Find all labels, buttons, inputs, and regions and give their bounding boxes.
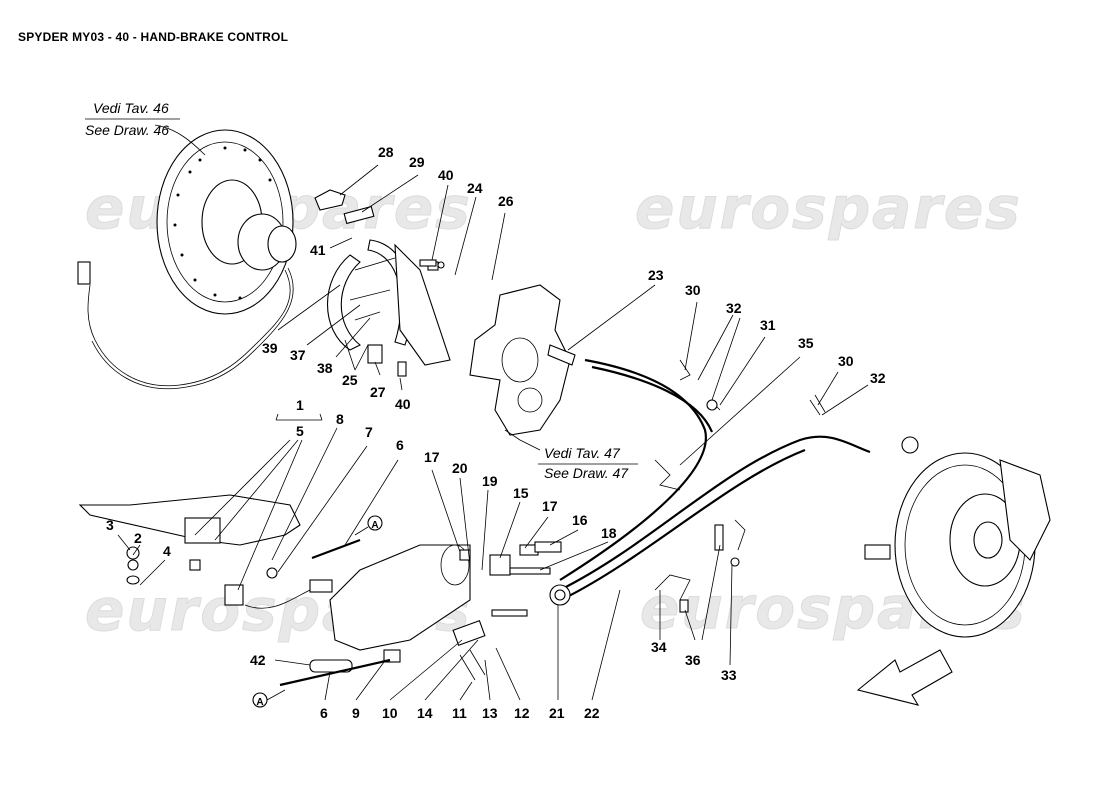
callout-label: 23 bbox=[648, 267, 664, 283]
callout-label: 12 bbox=[514, 705, 530, 721]
reference-note-46: Vedi Tav. 46 See Draw. 46 bbox=[85, 100, 180, 138]
callout-label: 21 bbox=[549, 705, 565, 721]
callout-label: 7 bbox=[365, 424, 373, 440]
callout-label: 15 bbox=[513, 485, 529, 501]
callout-label: 33 bbox=[721, 667, 737, 683]
reference-line: See Draw. 46 bbox=[85, 122, 169, 138]
connector-marker: A bbox=[256, 697, 263, 708]
callout-label: 5 bbox=[296, 423, 304, 439]
hand-brake-lever bbox=[78, 494, 301, 606]
callout-label: 17 bbox=[424, 449, 440, 465]
callout-label: 42 bbox=[250, 652, 266, 668]
callout-label: 17 bbox=[542, 498, 558, 514]
hub-carrier bbox=[469, 284, 571, 436]
callout-label: 11 bbox=[452, 705, 467, 721]
callout-label: 10 bbox=[382, 705, 398, 721]
callout-label: 14 bbox=[417, 705, 433, 721]
callout-label: 3 bbox=[106, 517, 114, 533]
callout-label: 27 bbox=[370, 384, 386, 400]
brake-disc-rear-right bbox=[864, 436, 1051, 638]
callout-label: 9 bbox=[352, 705, 360, 721]
callout-label: 16 bbox=[572, 512, 588, 528]
callout-leader-lines bbox=[117, 124, 869, 701]
reference-note-47: Vedi Tav. 47 See Draw. 47 bbox=[538, 445, 638, 481]
callout-label: 39 bbox=[262, 340, 278, 356]
cable-housing bbox=[309, 544, 486, 681]
callout-label: 24 bbox=[467, 180, 483, 196]
brake-disc-rear-left bbox=[156, 129, 297, 315]
brake-shoe-assembly bbox=[314, 189, 451, 377]
callout-label: 25 bbox=[342, 372, 358, 388]
callout-label: 31 bbox=[760, 317, 776, 333]
callout-label: 32 bbox=[726, 300, 742, 316]
reference-line: See Draw. 47 bbox=[544, 465, 629, 481]
switch-harness bbox=[244, 538, 391, 687]
callout-label: 32 bbox=[870, 370, 886, 386]
callout-label: 40 bbox=[395, 396, 411, 412]
callout-labels: 28 29 40 24 26 41 39 37 38 25 27 40 23 3… bbox=[106, 144, 886, 721]
callout-label: 30 bbox=[685, 282, 701, 298]
callout-label: 37 bbox=[290, 347, 306, 363]
callout-label: 26 bbox=[498, 193, 514, 209]
direction-arrow bbox=[856, 649, 953, 706]
wear-sensor-cable bbox=[77, 261, 294, 390]
callout-label: 13 bbox=[482, 705, 498, 721]
callout-label: 29 bbox=[409, 154, 425, 170]
callout-label: 35 bbox=[798, 335, 814, 351]
callout-label: 30 bbox=[838, 353, 854, 369]
callout-label: 34 bbox=[651, 639, 667, 655]
callout-label: 18 bbox=[601, 525, 617, 541]
callout-label: 20 bbox=[452, 460, 468, 476]
callout-label: 38 bbox=[317, 360, 333, 376]
callout-label: 41 bbox=[310, 242, 326, 258]
watermark: eurospares bbox=[635, 174, 1022, 242]
callout-label: 28 bbox=[378, 144, 394, 160]
callout-label: 1 bbox=[296, 397, 304, 413]
callout-label: 2 bbox=[134, 530, 142, 546]
connector-marker-group: A A bbox=[252, 515, 383, 708]
callout-label: 6 bbox=[320, 705, 328, 721]
callout-label: 8 bbox=[336, 411, 344, 427]
brake-cables bbox=[547, 344, 871, 606]
reference-line: Vedi Tav. 46 bbox=[93, 100, 169, 116]
connector-marker: A bbox=[371, 520, 378, 531]
page-title: SPYDER MY03 - 40 - HAND-BRAKE CONTROL bbox=[18, 30, 289, 44]
callout-label: 19 bbox=[482, 473, 498, 489]
callout-label: 36 bbox=[685, 652, 701, 668]
callout-label: 22 bbox=[584, 705, 600, 721]
callout-label: 4 bbox=[163, 543, 171, 559]
callout-label: 40 bbox=[438, 167, 454, 183]
reference-line: Vedi Tav. 47 bbox=[544, 445, 621, 461]
callout-label: 6 bbox=[396, 437, 404, 453]
